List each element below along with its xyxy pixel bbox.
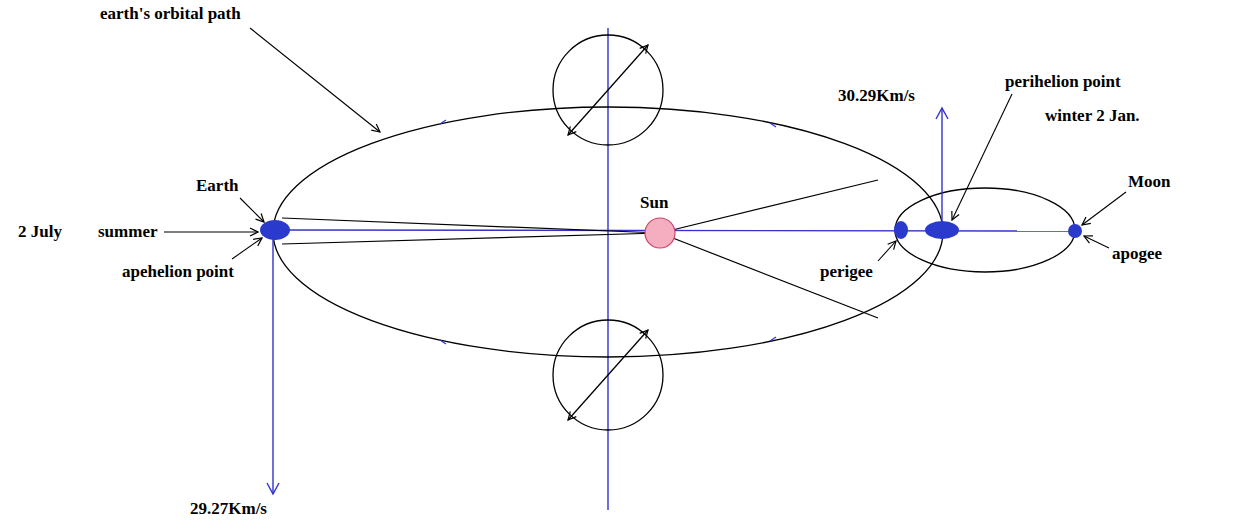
- body-label: Earth: [196, 176, 239, 196]
- speed-label: 29.27Km/s: [190, 499, 267, 519]
- earth-symbol: [260, 220, 290, 240]
- velocity-arrow: [272, 232, 273, 494]
- minor-axis: [607, 28, 608, 510]
- tilt-axis: [568, 330, 648, 420]
- orbit-ticks: [440, 120, 776, 344]
- date-label: winter 2 Jan.: [1045, 106, 1140, 126]
- moon-symbol: [894, 221, 908, 239]
- point-label: perihelion point: [1005, 72, 1121, 92]
- label-text: earth's orbital path: [100, 4, 241, 24]
- body-label: Sun: [640, 193, 668, 213]
- body-label: Moon: [1128, 172, 1171, 192]
- point-label: perigee: [820, 262, 873, 282]
- earth-symbol: [925, 221, 959, 239]
- speed-label: 30.29Km/s: [838, 86, 915, 106]
- velocity-arrow: [941, 108, 942, 228]
- tilt-circle: [553, 320, 663, 430]
- date-label: 2 July: [18, 222, 62, 242]
- sun-symbol: [645, 218, 675, 248]
- radius-lines: [282, 180, 878, 318]
- tilt-axis: [568, 45, 648, 135]
- leader-lines: [164, 28, 1126, 261]
- season-label: summer: [98, 222, 157, 242]
- point-label: apehelion point: [122, 262, 234, 282]
- moon-symbol: [1068, 224, 1082, 238]
- tilt-circle: [553, 35, 663, 145]
- moon-orbit: [895, 188, 1075, 272]
- point-label: apogee: [1112, 244, 1162, 264]
